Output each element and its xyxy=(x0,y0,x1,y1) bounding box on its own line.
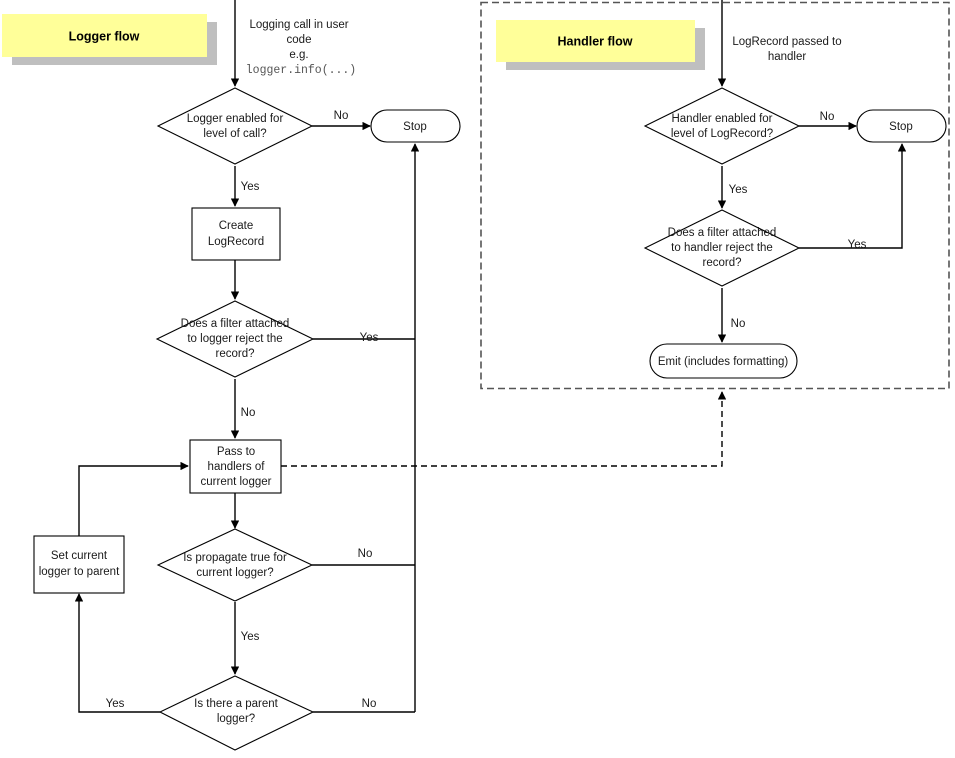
node-has-parent-logger-line1: Is there a parent xyxy=(194,698,279,710)
node-handler-stop-shape xyxy=(856,109,947,143)
node-handler-enabled[interactable]: Handler enabled for level of LogRecord? xyxy=(643,87,801,165)
edge-label-logger-enabled-no: No xyxy=(334,110,349,122)
node-pass-to-handlers-line1: Pass to xyxy=(217,446,255,458)
node-pass-to-handlers-shape xyxy=(189,439,282,494)
node-handler-stop[interactable]: Stop xyxy=(856,109,947,143)
node-emit[interactable]: Emit (includes formatting) xyxy=(649,343,798,379)
node-emit-shape xyxy=(649,343,798,379)
node-logger-enabled-line2: level of call? xyxy=(203,128,266,140)
handler-entry-caption-line2: handler xyxy=(768,51,807,63)
edge-has-parent-yes-to-set-parent xyxy=(74,593,160,713)
handler-flow-group-border xyxy=(480,1,950,390)
node-logger-enabled-line1: Logger enabled for xyxy=(187,113,284,125)
node-handler-filter-line2: to handler reject the xyxy=(671,242,773,254)
logger-entry-caption: Logging call in user code e.g. logger.in… xyxy=(246,19,356,77)
logger-entry-caption-line1: Logging call in user xyxy=(249,19,348,31)
handler-entry-caption-line1: LogRecord passed to xyxy=(732,36,841,48)
node-handler-enabled-line2: level of LogRecord? xyxy=(671,128,773,140)
node-set-current-logger-to-parent[interactable]: Set current logger to parent xyxy=(33,535,125,594)
node-is-propagate-line1: Is propagate true for xyxy=(183,552,287,564)
node-has-parent-logger-shape xyxy=(158,675,315,751)
node-handler-filter-shape xyxy=(643,209,801,287)
edge-label-logger-filter-no: No xyxy=(241,407,256,419)
legend-logger-flow-label: Logger flow xyxy=(69,29,140,43)
node-logger-stop-shape xyxy=(370,109,461,143)
edge-label-logger-enabled-yes: Yes xyxy=(241,181,260,193)
logger-entry-caption-line2: code xyxy=(287,34,312,46)
node-pass-to-handlers-line3: current logger xyxy=(201,476,272,488)
edge-pass-to-handler-flow-dashed xyxy=(281,391,727,467)
node-logger-filter[interactable]: Does a filter attached to logger reject … xyxy=(155,300,315,378)
edge-label-has-parent-no: No xyxy=(362,698,377,710)
node-has-parent-logger-line2: logger? xyxy=(217,713,255,725)
node-handler-filter-line1: Does a filter attached xyxy=(668,227,777,239)
legend-handler-flow-label: Handler flow xyxy=(557,34,632,48)
node-logger-enabled-shape xyxy=(156,87,314,165)
node-set-current-logger-line1: Set current xyxy=(51,550,108,562)
edge-label-is-propagate-yes: Yes xyxy=(241,631,260,643)
node-logger-stop[interactable]: Stop xyxy=(370,109,461,143)
logger-entry-caption-line3: e.g. xyxy=(289,49,308,61)
edge-label-logger-filter-yes: Yes xyxy=(360,332,379,344)
edge-label-handler-filter-yes: Yes xyxy=(848,239,867,251)
handler-entry-caption: LogRecord passed to handler xyxy=(732,36,841,63)
node-pass-to-handlers[interactable]: Pass to handlers of current logger xyxy=(189,439,282,494)
node-set-current-logger-to-parent-shape xyxy=(33,535,125,594)
node-create-logrecord-line1: Create xyxy=(219,220,254,232)
node-has-parent-logger[interactable]: Is there a parent logger? xyxy=(158,675,315,751)
node-logger-filter-line2: to logger reject the xyxy=(187,333,282,345)
node-logger-filter-line1: Does a filter attached xyxy=(181,318,290,330)
node-handler-enabled-line1: Handler enabled for xyxy=(671,113,772,125)
edge-set-parent-to-pass xyxy=(78,461,189,536)
node-emit-label: Emit (includes formatting) xyxy=(658,356,789,368)
edge-label-is-propagate-no: No xyxy=(358,548,373,560)
legend-handler-flow: Handler flow xyxy=(496,20,705,70)
logger-entry-caption-code: logger.info(...) xyxy=(246,64,356,77)
legend-logger-flow-box xyxy=(2,14,207,57)
edge-label-handler-enabled-no: No xyxy=(820,111,835,123)
node-logger-enabled[interactable]: Logger enabled for level of call? xyxy=(156,87,314,165)
node-logger-filter-shape xyxy=(155,300,315,378)
node-handler-stop-label: Stop xyxy=(889,121,913,133)
node-create-logrecord[interactable]: Create LogRecord xyxy=(191,207,281,261)
legend-handler-flow-box xyxy=(496,20,695,62)
node-create-logrecord-shape xyxy=(191,207,281,261)
node-logger-stop-label: Stop xyxy=(403,121,427,133)
node-is-propagate-shape xyxy=(156,528,314,602)
node-logger-filter-line3: record? xyxy=(216,348,255,360)
edge-label-has-parent-yes: Yes xyxy=(106,698,125,710)
node-is-propagate[interactable]: Is propagate true for current logger? xyxy=(156,528,314,602)
node-is-propagate-line2: current logger? xyxy=(196,567,273,579)
node-pass-to-handlers-line2: handlers of xyxy=(208,461,266,473)
legend-logger-flow: Logger flow xyxy=(2,14,217,65)
node-handler-enabled-shape xyxy=(643,87,801,165)
node-handler-filter[interactable]: Does a filter attached to handler reject… xyxy=(643,209,801,287)
edge-label-handler-enabled-yes: Yes xyxy=(729,184,748,196)
node-set-current-logger-line2: logger to parent xyxy=(39,566,120,578)
node-handler-filter-line3: record? xyxy=(703,257,742,269)
edge-handler-filter-yes-to-trunk xyxy=(799,143,907,249)
edge-label-handler-filter-no: No xyxy=(731,318,746,330)
node-create-logrecord-line2: LogRecord xyxy=(208,236,264,248)
